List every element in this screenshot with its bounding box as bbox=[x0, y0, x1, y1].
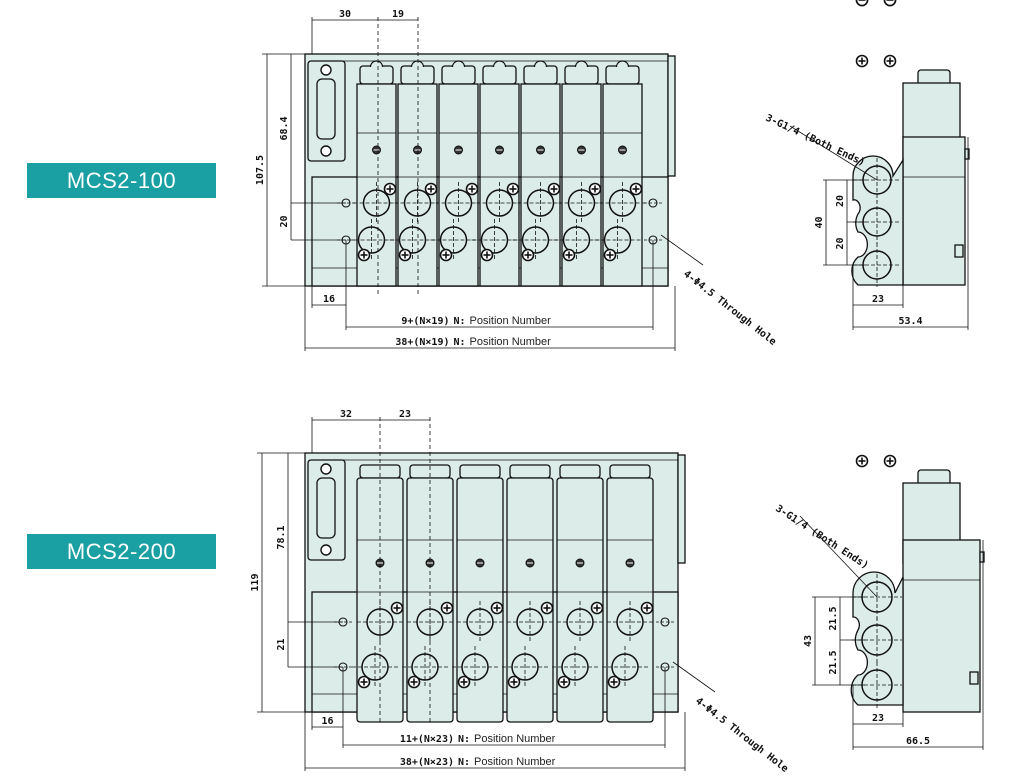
model-badge-mcs2-100: MCS2-100 bbox=[27, 163, 216, 198]
dim-base-width-label: 23 bbox=[872, 713, 884, 724]
dim-port-step-a-label: 20 bbox=[835, 195, 846, 207]
end-plate bbox=[667, 55, 676, 177]
dim-upper-height-label: 78.1 bbox=[276, 525, 287, 549]
dim-port-step-b-label: 21.5 bbox=[828, 650, 839, 674]
dim-base-width-label: 23 bbox=[872, 294, 884, 305]
valve-cap bbox=[559, 464, 601, 479]
model-badge-mcs2-200: MCS2-200 bbox=[27, 534, 216, 569]
port-leader bbox=[789, 125, 878, 181]
indicator bbox=[969, 671, 979, 685]
connector-pins bbox=[316, 78, 336, 140]
port-leader bbox=[799, 515, 878, 598]
valve-cap-knob bbox=[615, 60, 630, 68]
hole-span-formula: 9+(N×19) bbox=[401, 316, 449, 327]
dim-pitch-label: 23 bbox=[399, 409, 411, 420]
dim-pitch-label: 19 bbox=[392, 9, 404, 20]
total-length-n-label: N: bbox=[458, 757, 470, 768]
hole-leader bbox=[660, 234, 704, 266]
valve-cap-knob bbox=[369, 60, 384, 68]
valve-cap bbox=[441, 65, 476, 85]
dim-upper-height-label: 68.4 bbox=[279, 116, 290, 140]
screw-icon bbox=[883, 0, 897, 7]
valve-cap-knob bbox=[451, 60, 466, 68]
valve-cap-knob bbox=[574, 60, 589, 68]
valve-side-body bbox=[902, 136, 966, 286]
dim-port-step-b-label: 20 bbox=[835, 237, 846, 249]
total-length-desc: Position Number bbox=[474, 756, 556, 768]
connector-screw bbox=[320, 544, 332, 556]
port-callout: 3-G1/4 (Both Ends) bbox=[764, 113, 867, 169]
side-tab bbox=[979, 551, 985, 563]
dim-port-span-label: 43 bbox=[803, 635, 814, 647]
valve-cap bbox=[400, 65, 435, 85]
connector-screw bbox=[320, 64, 332, 76]
port-callout: 3-G1/4 (Both Ends) bbox=[773, 503, 870, 571]
valve-cap bbox=[609, 464, 651, 479]
valve-cap bbox=[482, 65, 517, 85]
valve-cap bbox=[509, 464, 551, 479]
connector-screw bbox=[320, 463, 332, 475]
total-length-desc: Position Number bbox=[470, 336, 552, 348]
dim-port-step-a-label: 21.5 bbox=[828, 606, 839, 630]
side-tab bbox=[964, 148, 970, 160]
hole-span-formula: 11+(N×23) bbox=[400, 734, 454, 745]
valve-cap-knob bbox=[492, 60, 507, 68]
dim-hole-offset-label: 16 bbox=[323, 294, 335, 305]
dim-total-height-label: 107.5 bbox=[255, 155, 266, 185]
hole-callout: 4-Φ4.5 Through Hole bbox=[693, 696, 790, 775]
dim-connector-offset-label: 30 bbox=[339, 9, 351, 20]
hole-leader bbox=[672, 661, 716, 693]
dim-total-height-label: 119 bbox=[250, 573, 261, 591]
dim-port-spacing-label: 20 bbox=[279, 215, 290, 227]
connector-screw bbox=[320, 145, 332, 157]
screw-icon bbox=[855, 0, 869, 7]
hole-callout: 4-Φ4.5 Through Hole bbox=[681, 269, 778, 348]
dim-port-spacing-label: 21 bbox=[276, 638, 287, 650]
valve-cap-knob bbox=[533, 60, 548, 68]
total-length-n-label: N: bbox=[454, 337, 466, 348]
dim-port-span-label: 40 bbox=[814, 216, 825, 228]
valve-cap-knob bbox=[410, 60, 425, 68]
total-length-formula: 38+(N×23) bbox=[400, 757, 454, 768]
hole-span-n-label: N: bbox=[458, 734, 470, 745]
dim-total-width-label: 53.4 bbox=[898, 316, 922, 327]
dim-connector-offset-label: 32 bbox=[340, 409, 352, 420]
total-length-formula: 38+(N×19) bbox=[395, 337, 449, 348]
dim-total-width-label: 66.5 bbox=[906, 736, 930, 747]
valve-cap bbox=[359, 65, 394, 85]
hole-span-desc: Position Number bbox=[474, 733, 556, 745]
connector-pins bbox=[316, 477, 336, 539]
valve-side-body bbox=[902, 539, 981, 713]
valve-cap bbox=[564, 65, 599, 85]
valve-cap bbox=[605, 65, 640, 85]
valve-cap bbox=[523, 65, 558, 85]
dim-hole-offset-label: 16 bbox=[321, 716, 333, 727]
end-plate bbox=[677, 454, 686, 564]
valve-cap bbox=[459, 464, 501, 479]
hole-span-n-label: N: bbox=[454, 316, 466, 327]
indicator bbox=[954, 244, 964, 258]
hole-span-desc: Position Number bbox=[470, 315, 552, 327]
